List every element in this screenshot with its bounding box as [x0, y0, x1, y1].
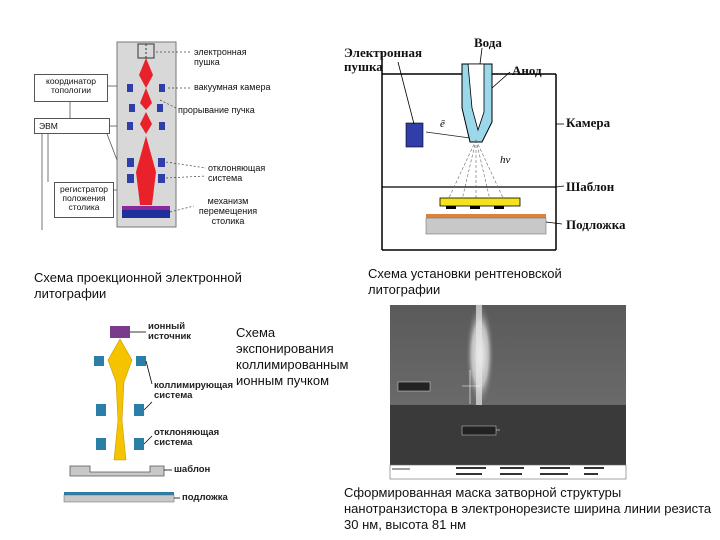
sem-image [389, 303, 627, 480]
lens [129, 104, 135, 112]
lens [127, 122, 133, 130]
stage [122, 210, 170, 218]
label-photon: hν [500, 154, 511, 166]
label-ion-template: шаблон [174, 464, 211, 475]
caption-sem: Сформированная маска затворной структуры… [344, 485, 712, 532]
label-water: Вода [474, 35, 502, 50]
label-substrate: Подложка [566, 217, 626, 232]
deflector [158, 158, 165, 167]
deflector [127, 158, 134, 167]
label-deflection-system: отклоняющая система [208, 163, 266, 183]
box-coordinator: координатор топологии [34, 74, 108, 102]
lens [157, 104, 163, 112]
beam-segment [140, 112, 152, 134]
deflector [158, 174, 165, 183]
water-channel [467, 63, 485, 132]
ion-source [110, 326, 130, 338]
xray-substrate [425, 217, 547, 235]
box-registrar: регистратор положения столика [54, 182, 114, 218]
lens [127, 84, 133, 92]
resist [122, 206, 170, 210]
ion-deflector [134, 438, 144, 450]
ion-substrate [63, 494, 175, 503]
ion-lens [96, 404, 106, 416]
ion-beam [107, 338, 133, 461]
label-template: Шаблон [566, 179, 615, 194]
lens [159, 122, 165, 130]
label-collimating-system: коллимирующая система [154, 380, 234, 401]
deflector [127, 174, 134, 183]
ion-lens [134, 404, 144, 416]
caption-projection: Схема проекционной электронной литографи… [34, 270, 242, 301]
registrar-text: регистратор положения столика [60, 184, 108, 212]
label-anode: Анод [512, 63, 542, 78]
projection-column [41, 41, 207, 230]
label-ion-deflection: отклоняющая система [154, 427, 220, 448]
caption-xray: Схема установки рентгеновской литографии [368, 266, 562, 297]
beam-segment [136, 136, 156, 205]
ion-deflector [96, 438, 106, 450]
label-xray-gun: Электронная пушка [344, 45, 422, 74]
label-camera: Камера [566, 115, 611, 130]
xray-template [439, 197, 521, 207]
label-vacuum-chamber: вакуумная камера [194, 82, 271, 92]
label-ion-substrate: подложка [182, 492, 228, 503]
lens [159, 84, 165, 92]
computer-text: ЭВМ [39, 121, 58, 131]
caption-ion: Схема экспонирования коллимированным ион… [236, 325, 349, 388]
label-stage-mechanism: механизм перемещения столика [198, 196, 258, 226]
coordinator-text: координатор топологии [46, 76, 96, 95]
xray-setup [381, 47, 565, 251]
ion-lens [94, 356, 104, 366]
ion-lens [136, 356, 146, 366]
beam-segment [139, 58, 153, 88]
label-ion-source: ионный источник [148, 321, 192, 342]
label-beam-blanking: прорывание пучка [178, 105, 255, 115]
ion-template [69, 465, 165, 477]
label-electron: ē [440, 118, 445, 130]
box-computer: ЭВМ [34, 118, 110, 134]
beam-segment [140, 88, 152, 110]
xray-gun [405, 122, 424, 148]
label-electron-gun: электронная пушка [194, 47, 247, 67]
ion-column [63, 326, 180, 503]
xray-resist [426, 214, 546, 218]
